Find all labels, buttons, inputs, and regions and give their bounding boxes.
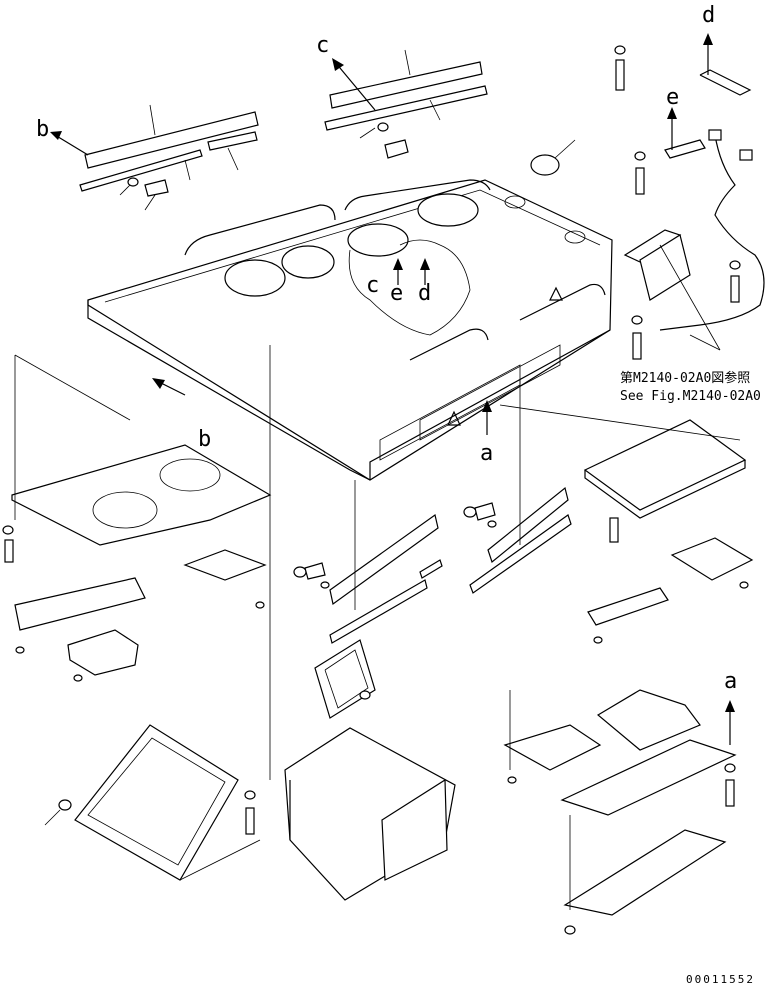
callout-label-d-top: d (702, 3, 715, 28)
callout-label-b-top: b (36, 117, 49, 142)
right-lower-plates (503, 689, 737, 935)
right-center-rails (463, 380, 572, 594)
left-floor-plates (2, 354, 272, 682)
callout-label-e-mid: e (390, 281, 403, 306)
center-rails (293, 480, 443, 644)
round-cutout-left (224, 259, 286, 297)
callout-label-c-top: c (316, 33, 329, 58)
bracket-group-c (324, 49, 488, 159)
bottom-left-panel (44, 724, 261, 881)
round-cutout-large (417, 193, 479, 227)
drawing-code: 00011552 (686, 973, 755, 986)
callout-label-a-lower: a (480, 441, 493, 466)
center-lower-box (244, 345, 456, 901)
bracket-group-b (79, 104, 259, 211)
callout-label-a-right: a (724, 669, 737, 694)
callout-label-d-mid: d (418, 281, 431, 306)
round-cutout-c (347, 223, 409, 257)
round-cutout-mid (281, 245, 335, 279)
callout-label-b-mid: b (198, 427, 211, 452)
right-upper-plates (499, 404, 754, 644)
callout-arrows (50, 33, 735, 745)
dome-cap (530, 139, 576, 176)
wiring-harness (614, 45, 765, 360)
reference-note-japanese: 第M2140-02A0図参照 (620, 370, 750, 386)
callout-label-c-mid: c (366, 273, 379, 298)
reference-note-english: See Fig.M2140-02A0 (620, 389, 761, 404)
floor-frame (87, 179, 613, 481)
callout-label-e-right: e (666, 85, 679, 110)
